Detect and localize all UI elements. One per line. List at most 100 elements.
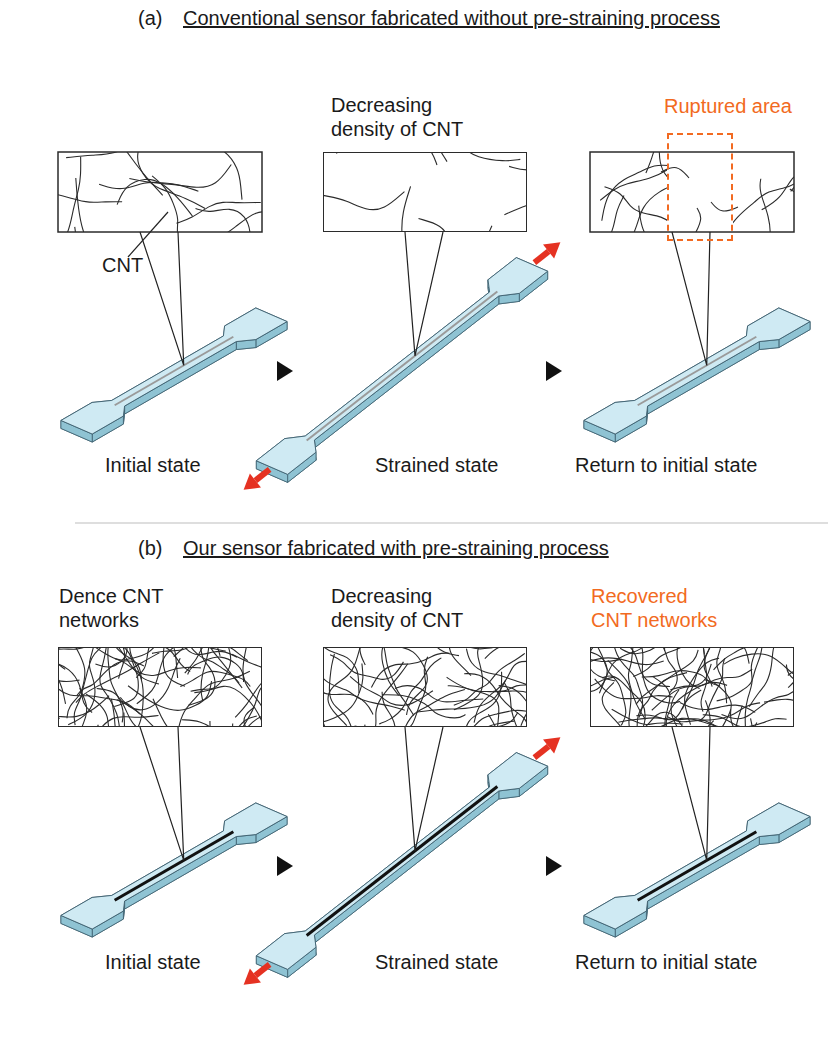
arrow-head — [244, 968, 261, 984]
carbon-nanotube — [691, 647, 709, 654]
zoom-leader — [405, 232, 443, 356]
carbon-nanotube — [594, 239, 682, 255]
carbon-nanotube — [189, 716, 256, 727]
cnt-sensor-line — [115, 337, 234, 406]
separator-line — [75, 523, 828, 524]
carbon-nanotube — [58, 649, 92, 713]
carbon-nanotube — [711, 202, 738, 211]
carbon-nanotube — [185, 647, 248, 673]
carbon-nanotube — [74, 648, 101, 725]
carbon-nanotube — [82, 715, 159, 727]
step-marker — [546, 856, 562, 876]
carbon-nanotube — [120, 658, 180, 710]
carbon-nanotube — [668, 690, 680, 727]
carbon-nanotube — [180, 671, 250, 686]
specimen-top — [256, 753, 547, 970]
tensile-specimen — [256, 753, 547, 978]
carbon-nanotube — [602, 683, 630, 727]
carbon-nanotube — [174, 647, 208, 657]
carbon-nanotube — [323, 647, 359, 693]
rupture-box: Ruptured area — [667, 133, 733, 241]
carbon-nanotube — [697, 135, 794, 185]
carbon-nanotube — [724, 654, 794, 680]
carbon-nanotube — [790, 189, 828, 254]
carbon-nanotube — [156, 647, 185, 686]
carbon-nanotube — [58, 194, 122, 202]
zoom-leader — [140, 727, 184, 860]
zoom-heading: Decreasing density of CNT — [331, 93, 468, 141]
carbon-nanotube — [714, 647, 794, 670]
zoom-box: Decreasing density of CNT — [323, 647, 527, 727]
carbon-nanotube — [442, 152, 521, 161]
carbon-nanotube — [600, 157, 687, 201]
specimen-side — [314, 296, 498, 448]
carbon-nanotube — [98, 647, 141, 680]
zoom-box: Decreasing density of CNT — [323, 152, 527, 232]
carbon-nanotube — [382, 647, 408, 695]
cnt-sensor-line — [115, 832, 234, 901]
carbon-nanotube — [499, 686, 527, 727]
zoom-heading: Decreasing density of CNT — [331, 584, 468, 632]
carbon-nanotube — [764, 699, 794, 721]
carbon-nanotube — [464, 674, 527, 727]
arrow-head — [244, 473, 261, 489]
zoom-background — [590, 152, 794, 232]
carbon-nanotube — [449, 710, 527, 727]
carbon-nanotube — [58, 688, 87, 727]
callout-leader — [128, 212, 168, 257]
carbon-nanotube — [188, 647, 215, 705]
carbon-nanotube — [749, 647, 791, 707]
carbon-nanotube — [474, 661, 527, 722]
panel-title: Conventional sensor fabricated without p… — [183, 6, 720, 30]
carbon-nanotube — [196, 209, 251, 232]
specimen-side — [125, 342, 237, 415]
carbon-nanotube — [117, 700, 207, 727]
carbon-nanotube — [402, 186, 411, 232]
carbon-nanotube — [357, 152, 437, 165]
carbon-nanotube — [781, 243, 828, 290]
panel-letter: (a) — [138, 6, 162, 30]
carbon-nanotube — [185, 647, 239, 683]
zoom-box: Dence CNT networks — [58, 647, 262, 727]
strain-arrow — [534, 737, 560, 757]
carbon-nanotube — [191, 647, 231, 691]
carbon-nanotube — [138, 152, 206, 208]
carbon-nanotube — [509, 152, 527, 170]
carbon-nanotube — [680, 196, 732, 278]
specimen-top — [256, 258, 547, 475]
carbon-nanotube — [717, 647, 731, 703]
state-label: Initial state — [105, 950, 201, 974]
panel-letter: (b) — [138, 536, 162, 560]
carbon-nanotube — [668, 703, 760, 722]
carbon-nanotube — [405, 657, 427, 727]
carbon-nanotube — [382, 695, 465, 718]
carbon-nanotube — [234, 679, 262, 727]
carbon-nanotube — [699, 658, 724, 721]
tensile-specimen — [256, 258, 547, 483]
carbon-nanotube — [639, 206, 708, 262]
carbon-nanotube — [661, 167, 689, 178]
carbon-nanotube — [791, 176, 828, 191]
carbon-nanotube — [330, 655, 403, 680]
cnt-sensor-line — [638, 832, 757, 901]
cnt-sensor-line — [638, 337, 757, 406]
carbon-nanotube — [695, 208, 701, 232]
carbon-nanotube — [117, 179, 192, 216]
carbon-nanotube — [745, 647, 763, 727]
carbon-nanotube — [371, 653, 449, 687]
carbon-nanotube — [454, 647, 483, 710]
tensile-specimen — [61, 803, 287, 937]
carbon-nanotube — [323, 152, 334, 232]
carbon-nanotube — [323, 663, 363, 723]
carbon-nanotube — [323, 711, 356, 727]
carbon-nanotube — [370, 692, 396, 727]
cnt-network — [590, 647, 794, 727]
zoom-heading: Dence CNT networks — [59, 584, 196, 632]
carbon-nanotube — [797, 219, 828, 260]
carbon-nanotube — [685, 658, 719, 724]
carbon-nanotube — [419, 219, 481, 232]
carbon-nanotube — [433, 647, 471, 676]
specimen-top — [61, 308, 287, 434]
